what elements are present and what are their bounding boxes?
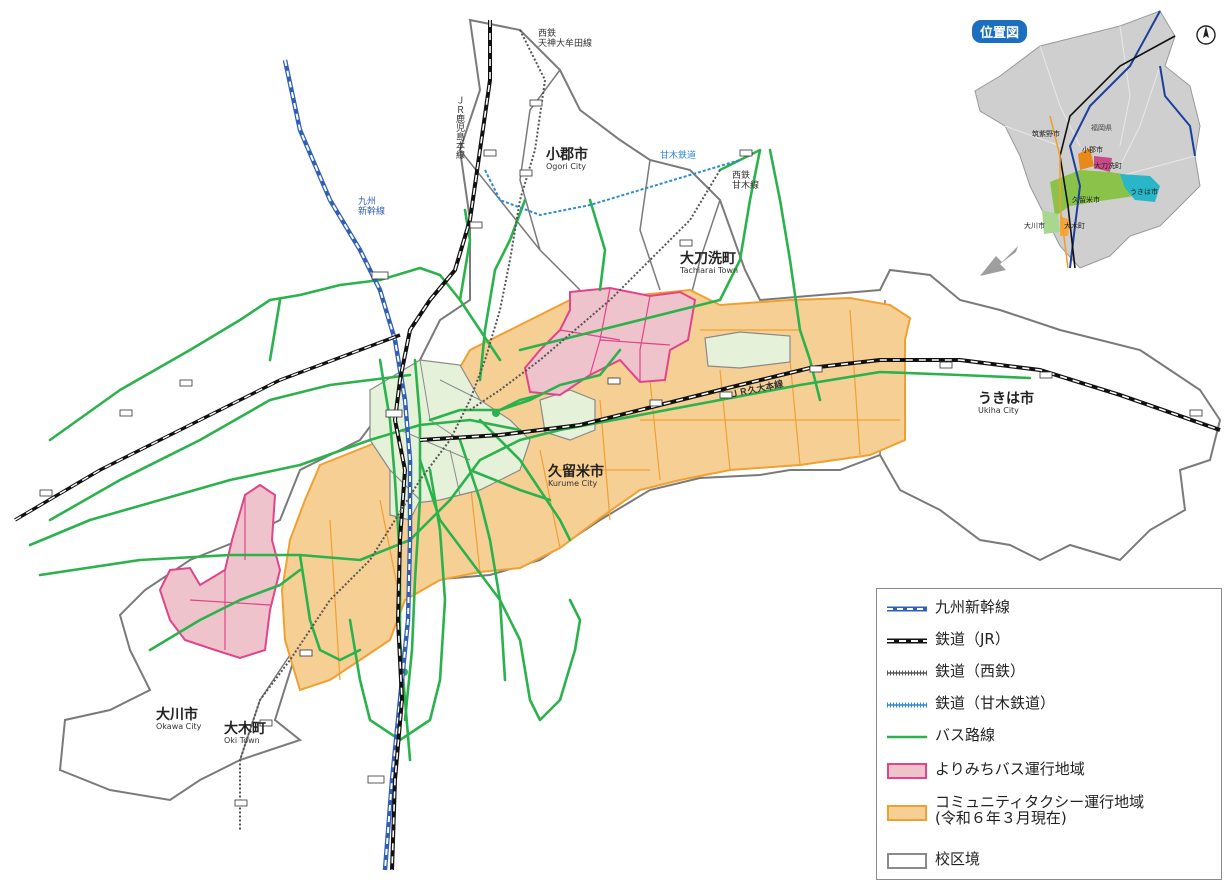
- boundary-swatch: [887, 853, 927, 869]
- legend: 九州新幹線 鉄道（JR） 鉄道（西鉄） 鉄道（甘木鉄道） バス路線 よりみちバス…: [876, 588, 1222, 880]
- inset-label-tachiarai: 大刀洗町: [1094, 161, 1122, 170]
- inset-label-kurume: 久留米市: [1072, 195, 1100, 204]
- legend-label: 鉄道（甘木鉄道）: [935, 694, 1056, 712]
- location-inset-map: 福岡県 筑紫野市 小郡市 大刀洗町 うきは市 久留米市 大川市 大木町: [974, 10, 1201, 276]
- label-shinkansen: 九州 新幹線: [358, 197, 386, 217]
- inset-rail-blue: [1068, 10, 1161, 269]
- inset-rail-black: [1059, 35, 1176, 269]
- yorimichi-subdivision: [189, 495, 271, 650]
- jr-kagoshima-line: [390, 20, 492, 871]
- yorimichi-area-southwest: [158, 483, 282, 660]
- legend-label: 鉄道（西鉄）: [935, 662, 1026, 680]
- legend-label: 校区境: [935, 850, 981, 868]
- nishitetsu-amagi-line: [469, 169, 721, 411]
- label-nishitetsu-omuta: 西鉄 天神大牟田線: [538, 29, 593, 49]
- north-arrow-icon: [1196, 25, 1216, 45]
- inset-area-tachiarai: [1094, 156, 1112, 172]
- inset-rail-blue2: [1159, 65, 1196, 157]
- inset-label-kurume-upper: 筑紫野市: [1032, 129, 1060, 138]
- inset-area-ukiha: [1120, 174, 1160, 202]
- shinkansen-symbol-icon: [887, 606, 927, 612]
- inset-rail-orange: [1049, 115, 1069, 269]
- inset-area-kurume: [1050, 170, 1135, 216]
- legend-label-line1: コミュニティタクシー運行地域: [935, 793, 1145, 811]
- legend-label-line2: (令和６年３月現在): [935, 808, 1067, 827]
- legend-label: よりみちバス運行地域: [935, 760, 1085, 778]
- label-amagi: 甘木鉄道: [660, 151, 697, 161]
- yorimichi-subdivision: [559, 287, 671, 382]
- jr-symbol-icon: [887, 638, 927, 644]
- inset-area-ogori: [1078, 148, 1094, 170]
- legend-label: 九州新幹線: [935, 598, 1011, 616]
- label-jr-kagoshima: ＪＲ鹿児島本線: [454, 96, 464, 159]
- inset-label-okawa: 大川市: [1024, 221, 1045, 230]
- prefecture-shape: [974, 10, 1201, 269]
- bus-stop-marker: [492, 409, 500, 417]
- inset-label-ukiha: うきは市: [1130, 187, 1158, 196]
- inset-area-okawa: [1042, 210, 1060, 234]
- amagi-symbol-icon: [887, 702, 927, 708]
- inset-title: 位置図: [972, 20, 1028, 43]
- legend-label: バス路線: [935, 726, 996, 744]
- school-district-area: [704, 331, 791, 369]
- legend-label: 鉄道（JR）: [935, 630, 1010, 648]
- station-markers: [39, 99, 1203, 807]
- inset-label-oki: 大木町: [1064, 221, 1085, 230]
- amagi-railway-line: [484, 159, 741, 217]
- jr-west-line: [14, 333, 401, 522]
- inset-label-fukuoka: 福岡県: [1091, 123, 1112, 132]
- taxi-area-swatch: [887, 805, 927, 821]
- bus-route-symbol-icon: [887, 735, 927, 739]
- community-taxi-area: [280, 288, 912, 692]
- prefecture-divisions: [1004, 25, 1196, 177]
- inset-label-ogori: 小郡市: [1082, 145, 1103, 154]
- yorimichi-area-swatch: [887, 763, 927, 779]
- inset-pointer-arrow-icon: [980, 246, 1018, 276]
- nishitetsu-symbol-icon: [887, 670, 927, 676]
- bus-routes: [28, 148, 1032, 762]
- legend-label: コミュニティタクシー運行地域 (令和６年３月現在): [935, 793, 1145, 827]
- nishitetsu-omuta-line: [239, 29, 547, 830]
- label-nishitetsu-amagi: 西鉄 甘木線: [732, 171, 760, 191]
